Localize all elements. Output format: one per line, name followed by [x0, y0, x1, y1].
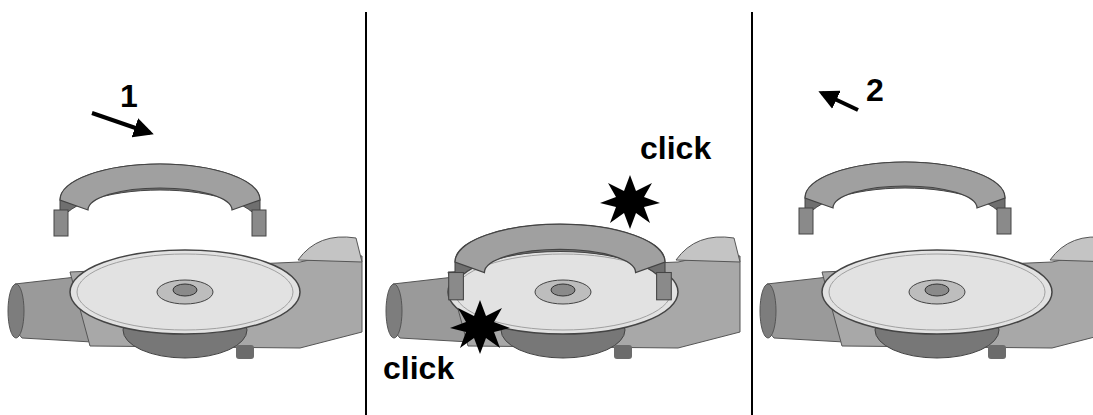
sound-label: click — [640, 132, 711, 164]
callout-number: 2 — [866, 74, 884, 106]
callout-number: 1 — [120, 80, 138, 112]
sound-label: click — [383, 352, 454, 384]
